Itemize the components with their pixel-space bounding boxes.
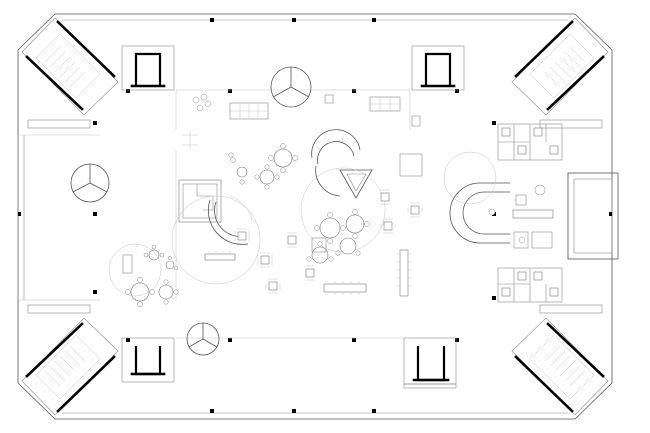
stair-core-bottom-right [511, 304, 609, 416]
round-table-cluster [108, 143, 370, 307]
top-lounge [182, 93, 421, 150]
elevator-core-top-right [411, 45, 465, 91]
restroom-block-top [497, 123, 563, 161]
stair-core-bottom-left [21, 304, 119, 416]
elevator-core-top-left [121, 45, 175, 91]
elevator-core-bottom-left [121, 337, 175, 383]
floor-slab-outline [175, 89, 411, 339]
bar-counter-right [443, 151, 554, 249]
elevator-core-bottom-right [403, 337, 457, 389]
long-tables [204, 249, 411, 297]
rotunda-symbol-top [270, 66, 312, 108]
rotunda-symbol-bottom [186, 322, 220, 356]
restroom-block-bottom [497, 267, 563, 303]
structural-columns [18, 18, 612, 413]
rotunda-symbol-left [70, 163, 110, 203]
meeting-pod-left [171, 179, 261, 285]
square-tables [234, 189, 423, 294]
central-counter [300, 129, 423, 253]
stair-core-top-left [21, 17, 119, 129]
stair-core-top-right [511, 17, 609, 129]
building-envelope [17, 13, 619, 420]
